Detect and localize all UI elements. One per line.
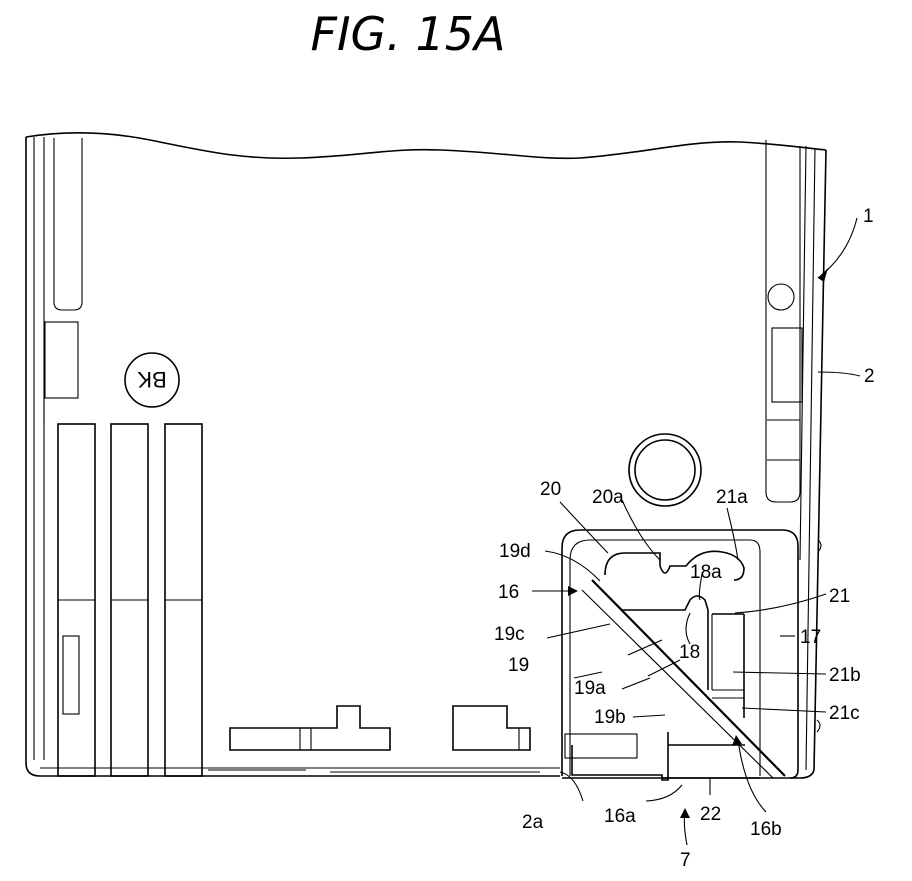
bottom-clips [208,706,540,772]
label-2: 2 [864,366,875,387]
label-19d: 19d [499,541,531,562]
label-2a: 2a [522,812,544,833]
label-20a: 20a [592,487,624,508]
label-21b: 21b [829,665,861,686]
label-7: 7 [680,850,691,871]
figure-title: FIG. 15A [311,7,506,61]
label-18: 18 [679,642,700,663]
vertical-ribs [58,424,202,776]
leader-lines [532,218,860,845]
label-19a: 19a [574,678,606,699]
round-port [629,434,701,506]
label-21a: 21a [716,487,748,508]
label-16a: 16a [604,806,636,827]
label-21: 21 [829,586,850,607]
label-1: 1 [863,206,874,227]
label-22: 22 [700,804,721,825]
bk-stamp: BK [125,353,179,407]
label-16b: 16b [750,819,782,840]
label-16: 16 [498,582,519,603]
label-17: 17 [800,627,821,648]
label-18a: 18a [690,562,722,583]
arrowheads [568,268,828,818]
bk-stamp-text: BK [137,367,167,392]
label-19b: 19b [594,707,626,728]
label-19c: 19c [494,624,525,645]
reference-labels: 1 2 2a 7 16 16a 16b 17 18 18a 19 19a 19b… [494,206,875,871]
label-20: 20 [540,479,561,500]
label-21c: 21c [829,703,860,724]
cartridge-body [26,133,826,778]
label-19: 19 [508,655,529,676]
